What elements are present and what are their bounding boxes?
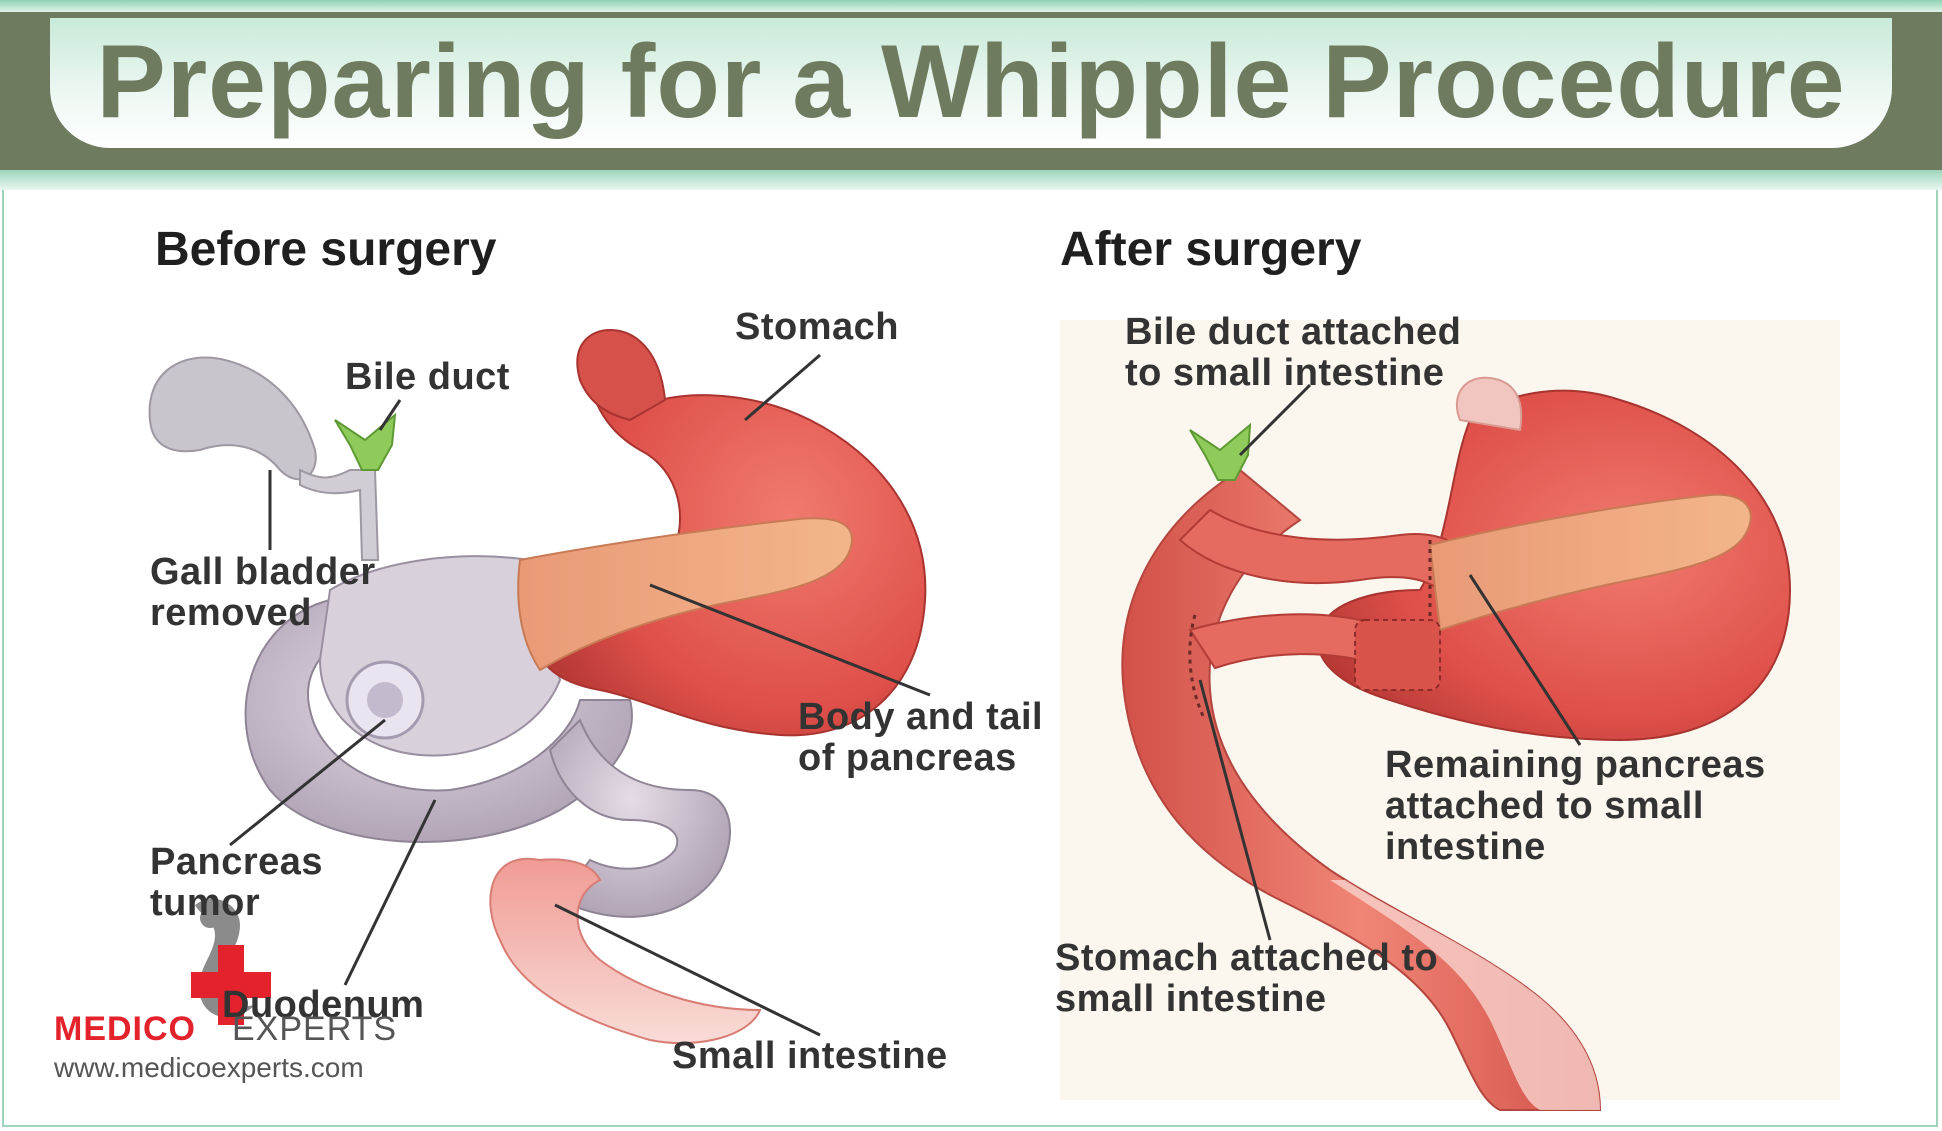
gallbladder-shape — [148, 356, 317, 481]
before-leader-lines — [229, 353, 931, 1037]
label-bile-attached-line1: Bile duct attached — [1125, 311, 1462, 353]
label-stomach-attached-line2: small intestine — [1055, 978, 1327, 1020]
tumor-core — [367, 682, 403, 718]
label-remaining-line1: Remaining pancreas — [1385, 744, 1766, 786]
label-remaining-line3: intestine — [1385, 826, 1546, 868]
label-bile-attached-line2: to small intestine — [1125, 352, 1445, 394]
logo-url[interactable]: www.medicoexperts.com — [54, 1052, 364, 1083]
logo-head — [200, 908, 220, 928]
label-tumor-line1: Pancreas — [150, 841, 324, 883]
label-remaining-pancreas: Remaining pancreas attached to small int… — [1385, 745, 1766, 868]
jejunum-shape — [548, 718, 731, 918]
diagram-panel — [2, 190, 1938, 1127]
medico-experts-logo-mark — [191, 898, 271, 1025]
label-bile-duct-attached: Bile duct attached to small intestine — [1125, 312, 1461, 394]
esophagus-after-shape — [1455, 376, 1523, 432]
label-stomach: Stomach — [735, 306, 899, 348]
pancreas-body-shape — [517, 517, 853, 672]
banner-bottom-stripe — [0, 170, 1942, 190]
logo-brand-bold: MEDICO — [54, 1010, 196, 1048]
label-bile-duct: Bile duct — [345, 356, 510, 398]
after-illustration — [1060, 320, 1840, 1111]
logo-cross-h — [191, 972, 271, 998]
before-illustration — [148, 328, 931, 1045]
anastomosis-patch — [1354, 619, 1441, 691]
label-pancreas-tumor: Pancreas tumor — [150, 842, 323, 924]
label-stomach-attached: Stomach attached to small intestine — [1055, 938, 1438, 1020]
label-tumor-line2: tumor — [150, 882, 261, 924]
label-stomach-attached-line1: Stomach attached to — [1055, 937, 1439, 979]
banner-top-stripe — [0, 0, 1942, 12]
label-gall-bladder-line1: Gall bladder — [150, 551, 376, 593]
bile-duct-after-shape — [1189, 422, 1252, 481]
label-small-intestine: Small intestine — [672, 1035, 948, 1077]
page-title: Preparing for a Whipple Procedure — [96, 24, 1846, 140]
label-gall-bladder: Gall bladder removed — [150, 552, 376, 634]
label-body-tail-line2: of pancreas — [798, 737, 1017, 779]
label-remaining-line2: attached to small — [1385, 785, 1704, 827]
label-gall-bladder-line2: removed — [150, 592, 312, 634]
cystic-duct-shape — [299, 468, 380, 561]
label-body-tail-pancreas: Body and tail of pancreas — [798, 697, 1043, 779]
label-body-tail-line1: Body and tail — [798, 696, 1044, 738]
after-leader-lines — [1198, 383, 1582, 941]
intestine-fade — [1330, 880, 1600, 1110]
title-banner: Preparing for a Whipple Procedure — [0, 0, 1942, 190]
banner-pill — [50, 18, 1892, 148]
before-heading: Before surgery — [155, 223, 497, 276]
label-duodenum: Duodenum — [222, 984, 425, 1026]
logo-brand-light: EXPERTS — [232, 1010, 398, 1048]
duodenum-shape — [244, 598, 633, 843]
suture-lines — [1188, 540, 1432, 721]
esophagus-shape — [576, 328, 667, 422]
remaining-pancreas-shape — [1428, 493, 1752, 632]
after-heading: After surgery — [1060, 223, 1362, 276]
